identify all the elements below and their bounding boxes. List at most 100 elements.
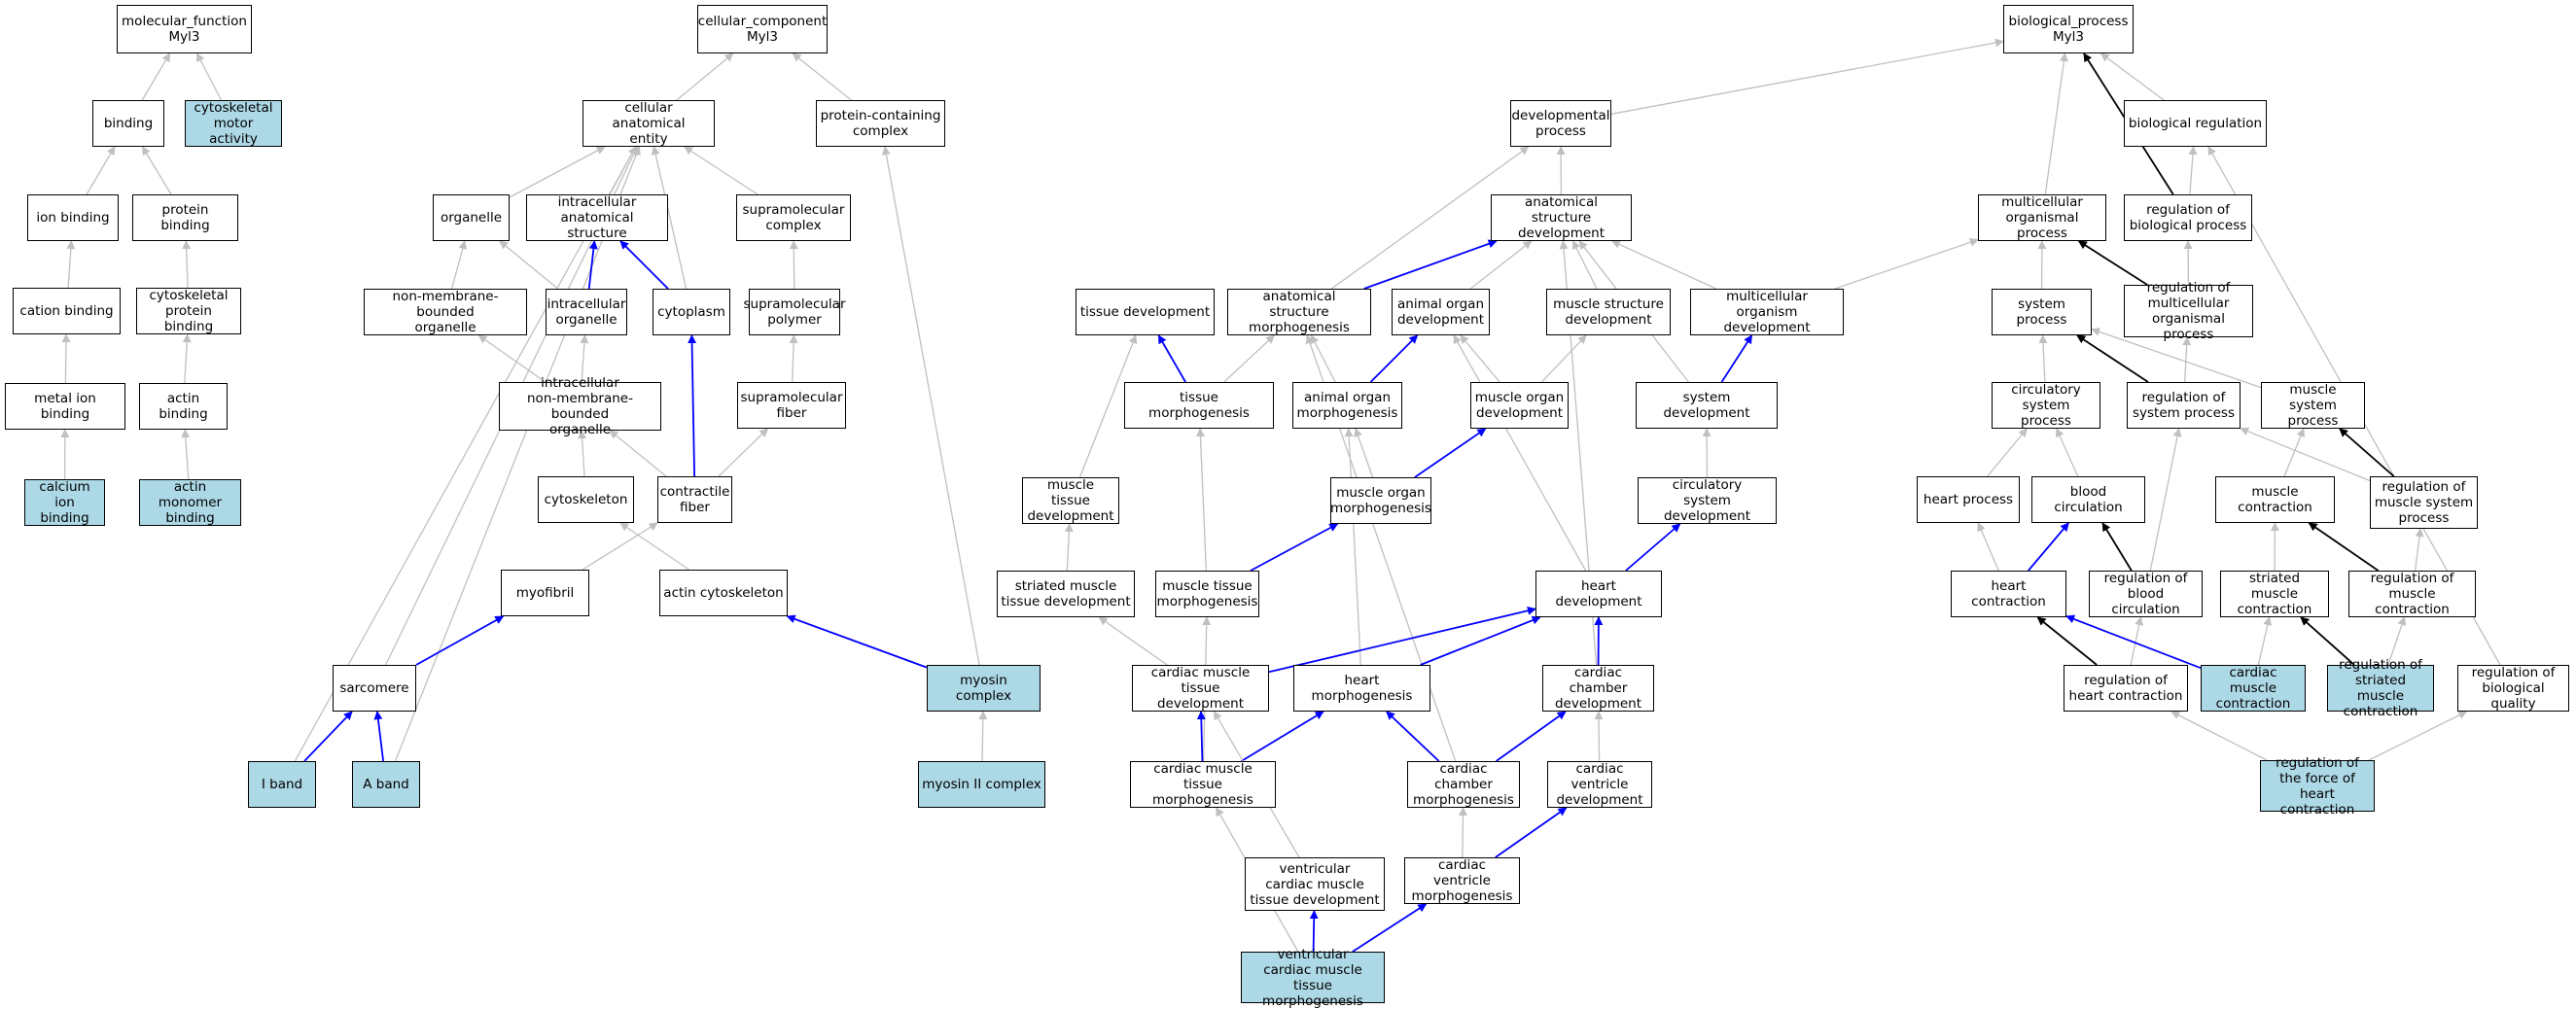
go-term-aband[interactable]: A band: [352, 761, 420, 808]
go-term-cysk[interactable]: cytoskeleton: [538, 476, 634, 523]
go-term-rbp[interactable]: regulation of biological process: [2124, 194, 2252, 241]
go-term-asd[interactable]: anatomical structure development: [1491, 194, 1632, 241]
go-term-myoc[interactable]: myosin complex: [927, 665, 1041, 712]
edge-io-to-ias: [589, 241, 595, 289]
go-term-cpb[interactable]: cytoskeletal protein binding: [136, 288, 241, 334]
go-term-ccd[interactable]: cardiac chamber development: [1542, 665, 1654, 712]
go-term-cmc[interactable]: cardiac muscle contraction: [2201, 665, 2306, 712]
go-term-aod[interactable]: animal organ development: [1392, 289, 1490, 335]
go-term-org[interactable]: organelle: [433, 194, 510, 241]
edge-sarc-to-myof: [416, 616, 504, 665]
go-term-catb[interactable]: cation binding: [13, 288, 121, 334]
edge-aband-to-sarc: [377, 712, 383, 761]
go-term-csd[interactable]: circulatory system development: [1638, 477, 1777, 524]
go-term-cf[interactable]: contractile fiber: [657, 476, 732, 523]
go-term-rfhc[interactable]: regulation of the force of heart contrac…: [2260, 760, 2375, 812]
go-term-cab[interactable]: calcium ion binding: [24, 479, 105, 526]
go-term-ionb[interactable]: ion binding: [27, 194, 119, 241]
edge-nmbo-to-org: [452, 241, 465, 289]
go-term-cmtd[interactable]: cardiac muscle tissue development: [1132, 665, 1269, 712]
go-term-amb[interactable]: actin monomer binding: [139, 479, 241, 526]
go-term-td[interactable]: tissue development: [1076, 289, 1215, 335]
go-term-cvd[interactable]: cardiac ventricle development: [1547, 761, 1652, 808]
go-term-cyto[interactable]: cytoplasm: [653, 289, 730, 335]
go-term-cmtm[interactable]: cardiac muscle tissue morphogenesis: [1130, 761, 1276, 808]
go-term-ccm[interactable]: cardiac chamber morphogenesis: [1407, 761, 1520, 808]
go-term-iband[interactable]: I band: [248, 761, 316, 808]
go-term-io[interactable]: intracellular organelle: [546, 289, 627, 335]
edge-cmtd-to-smtd: [1099, 617, 1167, 665]
go-term-protb[interactable]: protein binding: [132, 194, 238, 241]
go-term-hp[interactable]: heart process: [1917, 476, 2020, 523]
go-term-br[interactable]: biological regulation: [2124, 100, 2267, 147]
edge-tm-to-td: [1158, 335, 1185, 382]
go-term-mtd[interactable]: muscle tissue development: [1022, 477, 1119, 524]
edge-hm-to-aom: [1349, 429, 1361, 665]
go-term-smf[interactable]: supramolecular fiber: [737, 382, 846, 429]
edge-aod-to-asd: [1470, 241, 1532, 289]
go-term-myof[interactable]: myofibril: [501, 570, 589, 616]
edge-cmtd-to-hd: [1269, 609, 1535, 672]
go-term-cvm[interactable]: cardiac ventricle morphogenesis: [1404, 857, 1520, 904]
go-term-csp[interactable]: circulatory system process: [1992, 382, 2100, 429]
go-term-ias[interactable]: intracellular anatomical structure: [526, 194, 668, 241]
go-term-vcmtm[interactable]: ventricular cardiac muscle tissue morpho…: [1241, 952, 1385, 1003]
go-term-mod[interactable]: multicellular organism development: [1690, 289, 1844, 335]
go-term-hm[interactable]: heart morphogenesis: [1293, 665, 1430, 712]
go-term-cma[interactable]: cytoskeletal motor activity: [185, 100, 282, 147]
go-term-cc[interactable]: cellular_component Myl3: [697, 5, 828, 53]
go-term-rbq[interactable]: regulation of biological quality: [2457, 665, 2569, 712]
go-term-mom[interactable]: muscle organ morphogenesis: [1330, 477, 1431, 524]
go-term-rmsp[interactable]: regulation of muscle system process: [2370, 476, 2478, 529]
go-term-binding[interactable]: binding: [92, 100, 164, 147]
go-term-mf[interactable]: molecular_function Myl3: [117, 5, 252, 53]
edge-mom-to-aom: [1356, 429, 1373, 477]
go-term-myo2[interactable]: myosin II complex: [918, 761, 1045, 808]
go-term-hd[interactable]: heart development: [1535, 571, 1662, 617]
edge-myoc-to-acsk: [788, 616, 928, 668]
go-term-smp[interactable]: supramolecular polymer: [749, 289, 840, 335]
go-term-sarc[interactable]: sarcomere: [333, 665, 416, 712]
edge-hc-to-hp: [1978, 523, 1998, 571]
go-term-mib[interactable]: metal ion binding: [5, 383, 125, 430]
go-term-rmc[interactable]: regulation of muscle contraction: [2348, 571, 2476, 617]
edge-mtm-to-mom: [1251, 524, 1337, 571]
go-term-bp[interactable]: biological_process Myl3: [2003, 5, 2134, 53]
edge-mordev-to-msd: [1541, 335, 1586, 382]
go-term-smc[interactable]: supramolecular complex: [736, 194, 851, 241]
go-term-nmbo[interactable]: non-membrane-bounded organelle: [364, 289, 527, 335]
go-term-pcc[interactable]: protein-containing complex: [816, 100, 945, 147]
go-term-rsmc[interactable]: regulation of striated muscle contractio…: [2327, 665, 2434, 712]
go-term-actb[interactable]: actin binding: [139, 383, 228, 430]
go-term-mssp[interactable]: muscle system process: [2261, 382, 2365, 429]
go-term-asm[interactable]: anatomical structure morphogenesis: [1227, 289, 1371, 335]
go-term-tm[interactable]: tissue morphogenesis: [1124, 382, 1274, 429]
go-term-rbc[interactable]: regulation of blood circulation: [2089, 571, 2203, 617]
go-term-rmop[interactable]: regulation of multicellular organismal p…: [2124, 285, 2253, 337]
go-term-msd[interactable]: muscle structure development: [1546, 289, 1671, 335]
go-term-cae[interactable]: cellular anatomical entity: [582, 100, 715, 147]
go-term-vcmtd[interactable]: ventricular cardiac muscle tissue develo…: [1245, 857, 1385, 911]
edge-acsk-to-cysk: [620, 523, 689, 570]
go-term-rhc[interactable]: regulation of heart contraction: [2064, 665, 2188, 712]
edge-cvd-to-ccd: [1599, 712, 1600, 761]
go-term-mtm[interactable]: muscle tissue morphogenesis: [1155, 571, 1259, 617]
go-term-acsk[interactable]: actin cytoskeleton: [659, 570, 788, 616]
go-term-sd[interactable]: system development: [1636, 382, 1778, 429]
go-term-dp[interactable]: developmental process: [1510, 100, 1611, 147]
go-term-bc[interactable]: blood circulation: [2031, 476, 2145, 523]
go-term-rsp[interactable]: regulation of system process: [2127, 382, 2241, 429]
go-term-aom[interactable]: animal organ morphogenesis: [1292, 382, 1402, 429]
go-term-mc[interactable]: muscle contraction: [2215, 476, 2335, 523]
edge-cmtm-to-cmtd: [1201, 712, 1202, 761]
edge-cf-to-smf: [719, 429, 767, 476]
edge-cysk-to-inmbo: [582, 431, 584, 476]
go-term-sp[interactable]: system process: [1992, 289, 2092, 335]
go-term-inmbo[interactable]: intracellular non-membrane-bounded organ…: [499, 382, 661, 431]
go-term-smcon[interactable]: striated muscle contraction: [2220, 571, 2329, 617]
go-term-mordev[interactable]: muscle organ development: [1470, 382, 1569, 429]
go-term-smtd[interactable]: striated muscle tissue development: [997, 571, 1135, 617]
go-term-hc[interactable]: heart contraction: [1951, 571, 2066, 617]
go-term-mop[interactable]: multicellular organismal process: [1978, 194, 2106, 241]
edge-pcc-to-cc: [793, 53, 851, 100]
